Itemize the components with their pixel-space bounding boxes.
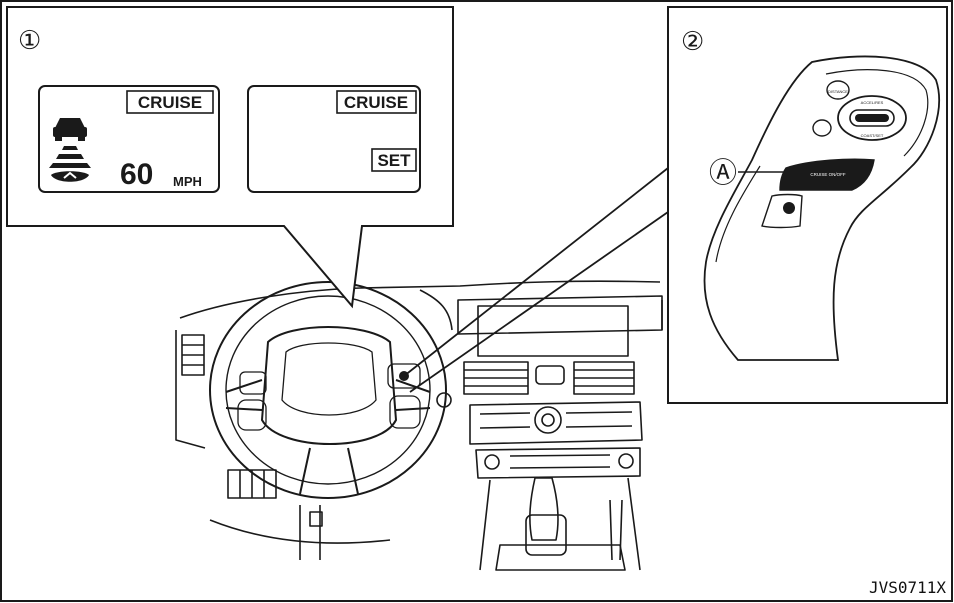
display-left-cruise-box	[126, 90, 214, 114]
left-spoke-switches	[239, 371, 267, 395]
display-left-speed: 60	[120, 158, 153, 191]
callout-one-frame	[6, 6, 454, 309]
audio-panel	[469, 401, 643, 445]
wheel-rim-outer	[209, 281, 447, 499]
steering-wheel	[209, 281, 447, 499]
display-left-unit: MPH	[173, 174, 202, 189]
hazard-button	[535, 365, 565, 385]
shift-boot	[529, 477, 559, 541]
callout-two-marker: ②	[681, 27, 704, 57]
distance-button-label: DISTANCE	[828, 89, 848, 94]
console-sides	[479, 477, 641, 571]
display-right-cruise-label: CRUISE	[344, 93, 408, 112]
bottom-spoke	[299, 447, 359, 495]
right-spoke-cruise-switches	[387, 363, 421, 389]
callout-a-marker: Ⓐ	[709, 156, 737, 189]
audio-knob	[534, 406, 562, 434]
lead-car-icon	[53, 118, 87, 141]
callout-two-pointer-top	[403, 167, 669, 377]
distance-bars-icon	[49, 146, 91, 168]
display-right-cruise-box	[336, 90, 417, 114]
callout-two-pointer-bottom	[409, 211, 669, 393]
climate-panel	[475, 447, 641, 479]
wheel-rim-inner	[225, 295, 431, 485]
lock-button-icon	[783, 202, 795, 214]
figure-code: JVS0711X	[868, 578, 946, 597]
left-vent-outline	[175, 330, 206, 449]
shift-lever	[525, 514, 567, 556]
callout-one-marker: ①	[18, 26, 41, 56]
lower-dash-line	[209, 519, 391, 544]
ring-label-bottom: COAST/SET	[861, 133, 884, 138]
display-left-cruise-label: CRUISE	[138, 93, 202, 112]
set-vehicle-icon	[51, 171, 89, 182]
pedal-sensor	[309, 511, 323, 527]
dash-top-line	[179, 280, 661, 319]
display-right-set-label: SET	[377, 151, 411, 170]
wheel-hub	[260, 326, 398, 445]
callout-two-panel: DISTANCE ACCEL/RES COAST/SET CRUISE ON/O…	[403, 6, 948, 404]
right-spoke	[395, 379, 431, 411]
cruise-switch-label: CRUISE ON/OFF	[810, 172, 846, 177]
cruise-on-off-switch	[779, 158, 875, 191]
callout-one-panel: ① CRUISE 60 MPH CRUISE SET	[6, 6, 454, 309]
left-spoke	[225, 379, 263, 411]
ring-label-top: ACCEL/RES	[861, 100, 884, 105]
nav-screen	[477, 305, 629, 357]
display-right-set-box	[371, 148, 417, 172]
distance-button	[826, 80, 850, 100]
dashboard-drawing	[175, 280, 663, 571]
cancel-button-illus	[812, 119, 832, 137]
